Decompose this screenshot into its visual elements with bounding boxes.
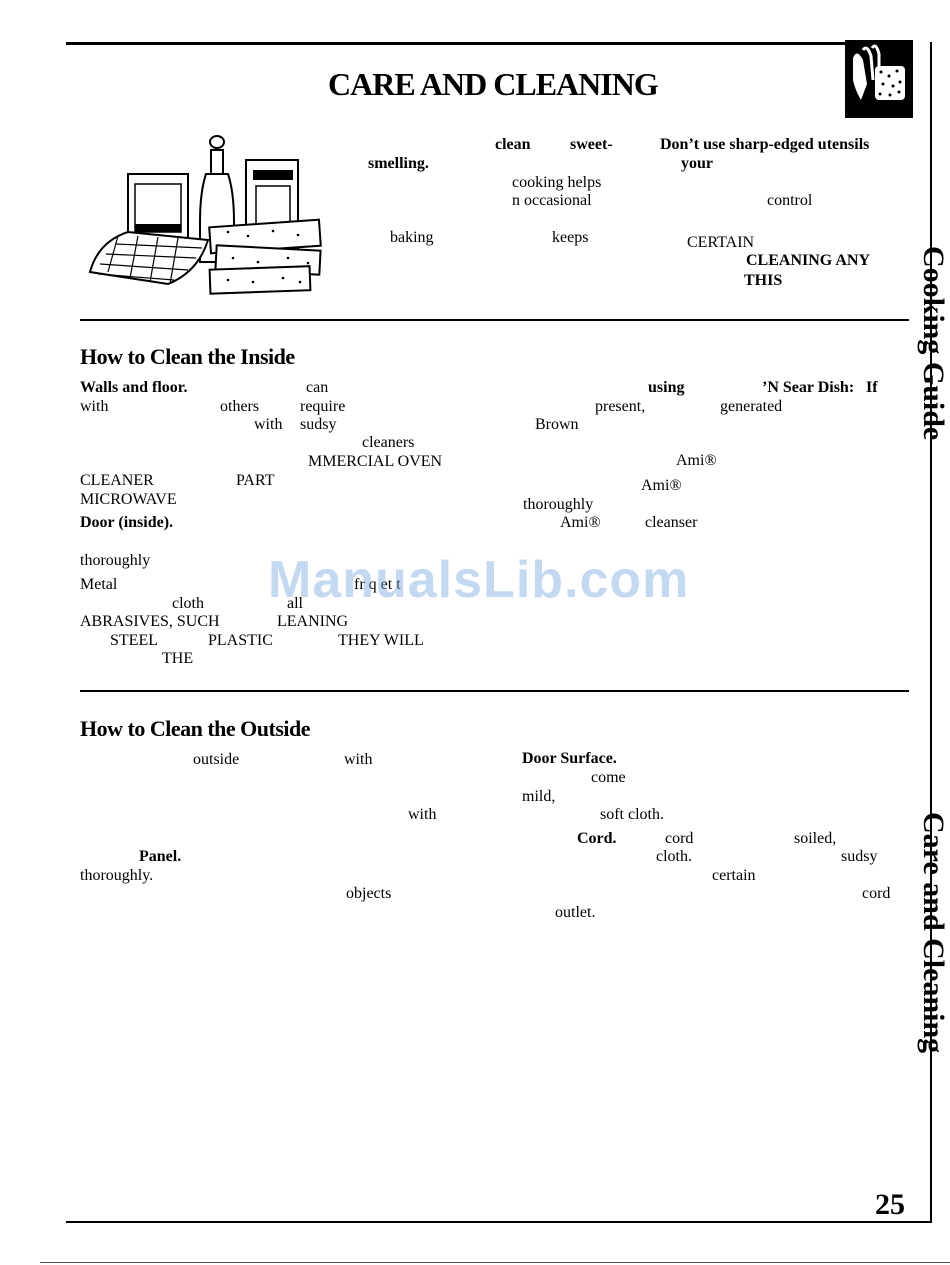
outside-right-word: certain bbox=[712, 867, 756, 884]
inside-right-word: thoroughly bbox=[523, 496, 594, 513]
hand-sponge-icon bbox=[845, 40, 913, 118]
inside-left-word: Metal bbox=[80, 576, 118, 593]
inside-left-word: fr q et t bbox=[354, 576, 401, 593]
inside-right-word: Ami® bbox=[641, 477, 682, 494]
outside-right-word: cloth. bbox=[656, 848, 692, 865]
intro-word: control bbox=[767, 192, 813, 209]
inside-right-word: Brown bbox=[535, 416, 579, 433]
inside-left-word: CLEANER bbox=[80, 472, 154, 489]
intro-word: your bbox=[681, 155, 713, 172]
inside-left-word: MICROWAVE bbox=[80, 491, 177, 508]
page-title: CARE AND CLEANING bbox=[328, 66, 659, 102]
outside-right-word: Cord. bbox=[577, 830, 617, 847]
inside-right-word: Ami® bbox=[560, 514, 601, 531]
inside-left-word: with bbox=[254, 416, 283, 433]
inside-left-word: ABRASIVES, SUCH bbox=[80, 613, 220, 630]
inside-left-word: MMERCIAL OVEN bbox=[308, 453, 443, 470]
outside-left-word: objects bbox=[346, 885, 392, 902]
outside-left-word: thoroughly. bbox=[80, 867, 154, 884]
inside-left-word: Door (inside). bbox=[80, 514, 174, 531]
outside-right-word: soft cloth. bbox=[600, 806, 664, 823]
side-tab-cooking-guide: Cooking Guide bbox=[917, 246, 950, 441]
inside-left-word: all bbox=[287, 595, 303, 612]
outside-right-word: come bbox=[591, 769, 626, 786]
inside-right-word: present, bbox=[595, 398, 646, 415]
intro-word: smelling. bbox=[368, 155, 429, 172]
intro-word: baking bbox=[390, 229, 434, 246]
intro-word: Don’t use sharp-edged utensils bbox=[660, 136, 870, 153]
outside-right-word: cord bbox=[862, 885, 891, 902]
inside-right-word: generated bbox=[720, 398, 783, 415]
inside-left-word: THE bbox=[162, 650, 194, 667]
outside-right-word: outlet. bbox=[555, 904, 596, 921]
inside-right-word: Ami® bbox=[676, 452, 717, 469]
outside-right-word: cord bbox=[665, 830, 694, 847]
outside-left-word: with bbox=[408, 806, 437, 823]
intro-word: THIS bbox=[744, 272, 783, 289]
intro-word: CLEANING ANY bbox=[746, 252, 871, 269]
outside-right-word: sudsy bbox=[841, 848, 878, 865]
section-heading-inside: How to Clean the Inside bbox=[80, 344, 295, 369]
intro-word: keeps bbox=[552, 229, 589, 246]
bottom-thin-rule bbox=[40, 1262, 950, 1263]
intro-word: n occasional bbox=[512, 192, 592, 209]
side-tab-care-and-cleaning: Care and Cleaning bbox=[917, 812, 950, 1054]
inside-left-word: thoroughly bbox=[80, 552, 151, 569]
inside-right-word: If bbox=[866, 379, 878, 396]
inside-left-word: Walls and floor. bbox=[80, 379, 188, 396]
inside-left-word: others bbox=[220, 398, 260, 415]
inside-left-word: cleaners bbox=[362, 434, 415, 451]
outside-right-word: mild, bbox=[522, 788, 556, 805]
outside-right-word: Door Surface. bbox=[522, 750, 617, 767]
intro-word: clean bbox=[495, 136, 531, 153]
watermark-text: ManualsLib.com bbox=[268, 551, 690, 609]
cleaning-supplies-illustration bbox=[88, 132, 338, 300]
section-heading-outside: How to Clean the Outside bbox=[80, 716, 311, 741]
inside-left-word: require bbox=[300, 398, 346, 415]
inside-left-word: STEEL bbox=[110, 632, 158, 649]
inside-left-word: PART bbox=[236, 472, 275, 489]
footer-rule bbox=[66, 1221, 932, 1223]
inside-right-word: using bbox=[648, 379, 685, 396]
inside-left-word: THEY WILL bbox=[338, 632, 424, 649]
inside-right-word: cleanser bbox=[645, 514, 698, 531]
inside-left-word: cloth bbox=[172, 595, 204, 612]
intro-word: CERTAIN bbox=[687, 234, 755, 251]
outside-left-word: outside bbox=[193, 751, 240, 768]
top-rule bbox=[66, 42, 912, 45]
outside-left-word: Panel. bbox=[139, 848, 182, 865]
page-number: 25 bbox=[875, 1188, 905, 1221]
intro-word: cooking helps bbox=[512, 174, 602, 191]
inside-left-word: PLASTIC bbox=[208, 632, 273, 649]
section-divider-1 bbox=[80, 319, 909, 321]
outside-left-word: with bbox=[344, 751, 373, 768]
inside-left-word: sudsy bbox=[300, 416, 337, 433]
outside-right-word: soiled, bbox=[794, 830, 837, 847]
inside-left-word: LEANING bbox=[277, 613, 349, 630]
inside-left-word: can bbox=[306, 379, 329, 396]
inside-right-word: ’N Sear Dish: bbox=[762, 379, 855, 396]
right-edge-rule bbox=[930, 42, 932, 1222]
inside-left-word: with bbox=[80, 398, 109, 415]
intro-word: sweet- bbox=[570, 136, 613, 153]
section-divider-2 bbox=[80, 690, 909, 692]
